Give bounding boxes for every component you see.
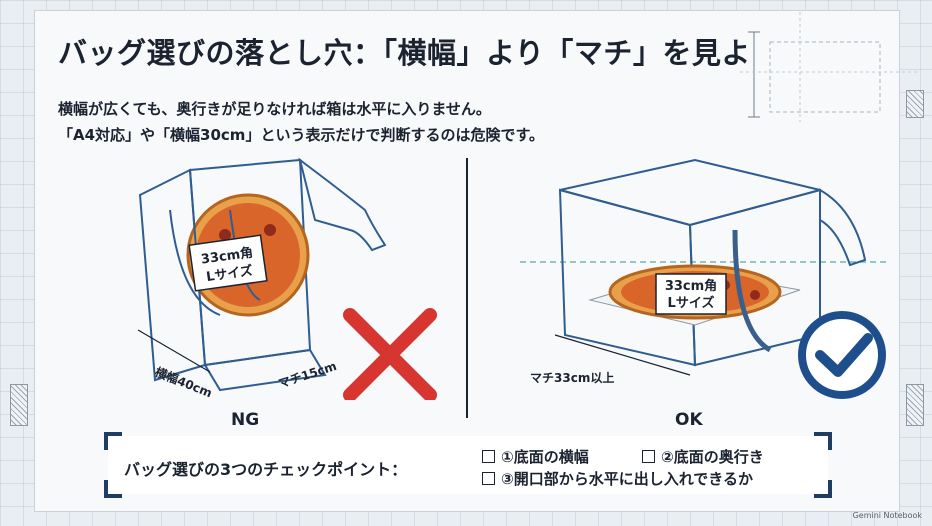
checkbox-icon [482, 472, 495, 485]
ng-tag-line-2: Lサイズ [205, 263, 254, 285]
checkbox-icon [482, 450, 495, 463]
check-circle-icon [798, 311, 886, 399]
ng-size-tag [188, 234, 268, 292]
ok-tag-line-2: Lサイズ [668, 295, 715, 311]
cross-icon [343, 308, 437, 400]
ng-bag-bottom [203, 348, 327, 392]
checklist-item: ①底面の横幅 [482, 446, 589, 467]
center-divider [466, 158, 468, 418]
ok-tag-line-1: 33cm角 [665, 278, 717, 294]
checklist-item-label: ①底面の横幅 [501, 448, 589, 466]
ok-label: OK [675, 410, 703, 430]
checklist-item-label: ②底面の奥行き [661, 448, 764, 466]
corner-bracket [104, 432, 122, 450]
checklist-item: ③開口部から水平に出し入れできるか [482, 468, 753, 489]
ng-label: NG [231, 410, 260, 430]
left-hatch-decoration [10, 384, 28, 426]
right-top-hatch-decoration [906, 90, 924, 118]
checklist-item-label: ③開口部から水平に出し入れできるか [501, 470, 753, 488]
blueprint-decoration [740, 12, 920, 122]
corner-bracket [814, 480, 832, 498]
ng-bag-illustration: 33cm角 Lサイズ 横幅40cm マチ15cm [137, 157, 437, 400]
ng-depth-dimension: マチ15cm [277, 359, 339, 391]
ok-depth-dimension: マチ33cm以上 [530, 370, 614, 385]
checklist-panel: バッグ選びの3つのチェックポイント： ①底面の横幅 ②底面の奥行き ③開口部から… [104, 432, 832, 498]
ok-size-tag [655, 273, 727, 315]
checklist-item: ②底面の奥行き [642, 446, 764, 467]
ok-bag-handle [732, 229, 772, 353]
ng-bag-handle-left [169, 209, 221, 316]
ng-bag-flap [298, 157, 387, 252]
ok-bag-top [559, 158, 821, 227]
ok-bag-flap [819, 188, 867, 267]
ng-width-dimension-line [137, 329, 211, 373]
ok-depth-dimension-line [554, 334, 691, 376]
corner-bracket [814, 432, 832, 450]
checkbox-icon [642, 450, 655, 463]
watermark: Gemini Notebook [852, 511, 922, 520]
ok-bag-illustration: 33cm角 Lサイズ マチ33cm以上 [520, 158, 890, 399]
checklist-heading: バッグ選びの3つのチェックポイント： [124, 460, 408, 479]
corner-bracket [104, 480, 122, 498]
subtitle-line-2: 「A4対応」や「横幅30cm」という表示だけで判断するのは危険です。 [58, 126, 544, 144]
right-hatch-decoration [906, 384, 924, 426]
ng-tag-line-1: 33cm角 [200, 245, 254, 268]
subtitle-line-1: 横幅が広くても、奥行きが足りなければ箱は水平に入りません。 [58, 100, 491, 118]
page-title: バッグ選びの落とし穴：「横幅」より「マチ」を見よ [58, 36, 751, 70]
